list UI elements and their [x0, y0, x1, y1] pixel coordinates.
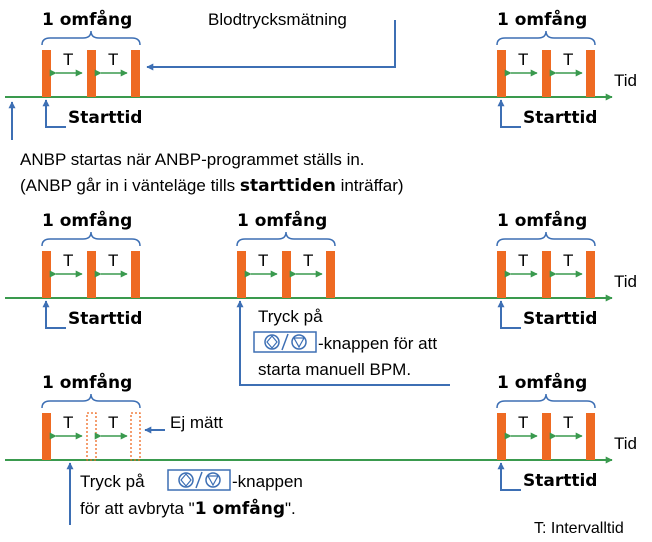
range-label: 1 omfång: [42, 371, 132, 393]
skipped-measurement: [130, 412, 141, 461]
manual-line-2: -knappen för att: [318, 334, 437, 353]
start-stop-key-icon: [264, 333, 307, 351]
interval-label: T: [108, 413, 118, 432]
range-label: 1 omfång: [42, 8, 132, 30]
measurement-bar: [542, 50, 551, 97]
measurement-bar: [42, 50, 51, 97]
measurement-bar: [542, 251, 551, 298]
start-time-label: Starttid: [68, 108, 142, 128]
range-label: 1 omfång: [497, 371, 587, 393]
interval-label: T: [518, 251, 528, 270]
not-measured-label: Ej mätt: [170, 413, 223, 432]
interval-label: T: [108, 50, 118, 69]
interval-label: T: [563, 50, 573, 69]
interval-label: T: [63, 251, 73, 270]
range-bracket: [41, 231, 141, 247]
measurement-bar: [237, 251, 246, 298]
range-bracket: [496, 30, 596, 46]
measurement-bar: [326, 251, 335, 298]
start-stop-key-icon: [178, 471, 221, 489]
measurement-bar: [87, 251, 96, 298]
measurement-bar: [87, 50, 96, 97]
interval-label: T: [108, 251, 118, 270]
measurement-bar: [542, 413, 551, 460]
interval-label: T: [563, 251, 573, 270]
bp-measurement-label: Blodtrycksmätning: [208, 10, 347, 29]
measurement-bar: [586, 413, 595, 460]
note-line-2: (ANBP går in i vänteläge tills starttide…: [20, 176, 404, 196]
range-label: 1 omfång: [497, 8, 587, 30]
start-time-arrow: [497, 300, 521, 329]
skipped-measurement: [86, 412, 97, 461]
interval-label: T: [518, 413, 528, 432]
cancel-line-1-tail: -knappen: [232, 472, 303, 491]
range-bracket: [236, 231, 336, 247]
start-time-arrow: [42, 300, 66, 329]
measurement-bar: [497, 413, 506, 460]
range-bracket: [41, 393, 141, 409]
start-time-arrow: [497, 462, 521, 491]
measurement-bar: [586, 251, 595, 298]
manual-line-1: Tryck på: [258, 307, 323, 326]
measurement-bar: [497, 251, 506, 298]
start-time-label: Starttid: [523, 471, 597, 491]
measurement-bar: [42, 413, 51, 460]
start-time-arrow: [42, 99, 66, 128]
measurement-bar: [42, 251, 51, 298]
measurement-bar: [586, 50, 595, 97]
start-time-arrow: [497, 99, 521, 128]
manual-line-3: starta manuell BPM.: [258, 360, 411, 379]
cancel-line-1: Tryck på: [80, 472, 145, 491]
interval-label: T: [303, 251, 313, 270]
interval-label: T: [63, 50, 73, 69]
start-time-label: Starttid: [68, 309, 142, 329]
measurement-bar: [131, 251, 140, 298]
legend-interval: T: Intervalltid: [534, 520, 624, 537]
interval-label: T: [63, 413, 73, 432]
range-label: 1 omfång: [237, 209, 327, 231]
range-label: 1 omfång: [42, 209, 132, 231]
interval-label: T: [563, 413, 573, 432]
manual-start-arrow: [236, 300, 450, 386]
range-bracket: [41, 30, 141, 46]
range-bracket: [496, 393, 596, 409]
measurement-bar: [282, 251, 291, 298]
cancel-line-2: för att avbryta "1 omfång".: [80, 497, 296, 519]
range-label: 1 omfång: [497, 209, 587, 231]
measurement-bar: [131, 50, 140, 97]
range-bracket: [496, 231, 596, 247]
time-axis-label: Tid: [614, 71, 637, 90]
start-time-label: Starttid: [523, 309, 597, 329]
bp-measurement-arrow: [146, 20, 396, 71]
interval-label: T: [258, 251, 268, 270]
time-axis-label: Tid: [614, 272, 637, 291]
time-axis-label: Tid: [614, 434, 637, 453]
interval-label: T: [518, 50, 528, 69]
start-time-label: Starttid: [523, 108, 597, 128]
measurement-bar: [497, 50, 506, 97]
note-line-1: ANBP startas när ANBP-programmet ställs …: [20, 150, 365, 169]
